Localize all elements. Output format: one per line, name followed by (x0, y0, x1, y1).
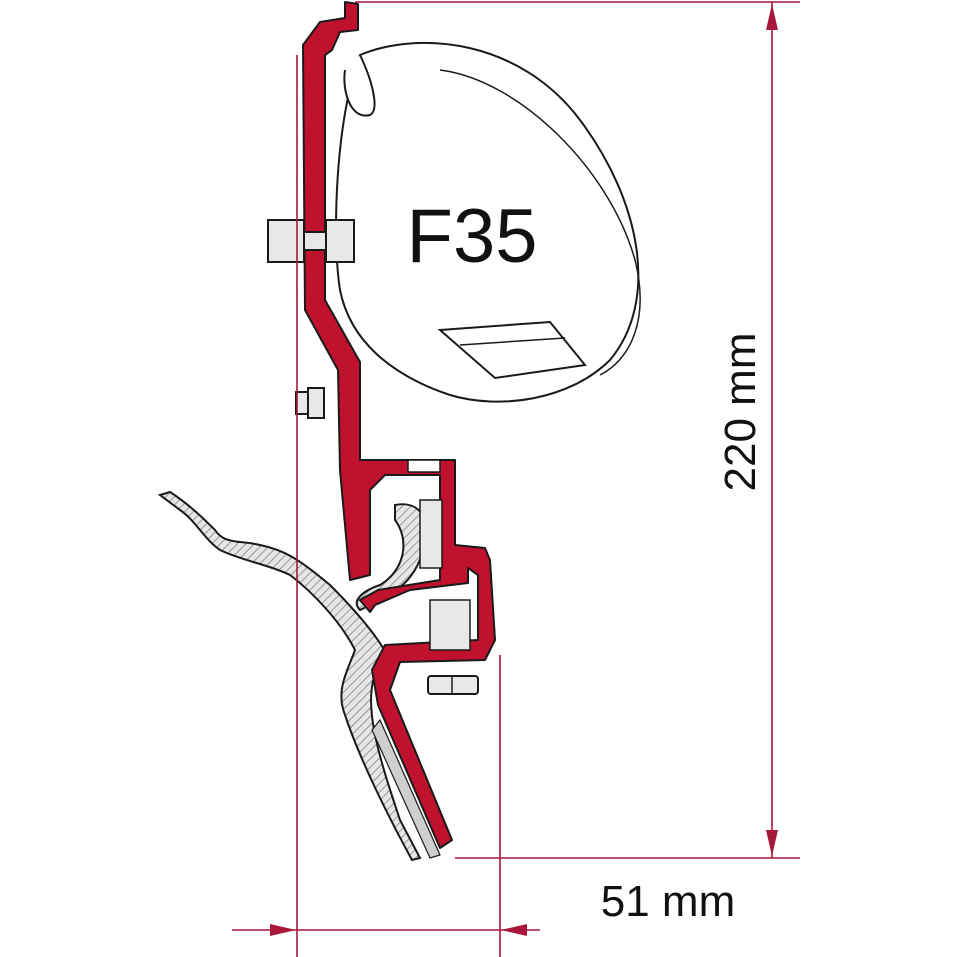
arrow-left-icon (501, 924, 527, 936)
adjustment-screw (419, 499, 443, 569)
product-label: F35 (407, 194, 538, 279)
height-dimension (355, 1, 800, 859)
vehicle-wall-profile (157, 490, 441, 862)
nut-bottom (427, 675, 479, 695)
awning-casing: F35 (335, 41, 641, 403)
height-label: 220 mm (716, 333, 765, 492)
bolt-lower (295, 387, 325, 419)
bolt-upper (267, 219, 355, 263)
width-label: 51 mm (601, 877, 735, 926)
arrow-up-icon (766, 4, 778, 30)
width-dimension (232, 55, 540, 957)
mounting-bracket (302, 1, 496, 849)
arrow-down-icon (766, 830, 778, 856)
arrow-right-icon (270, 924, 296, 936)
